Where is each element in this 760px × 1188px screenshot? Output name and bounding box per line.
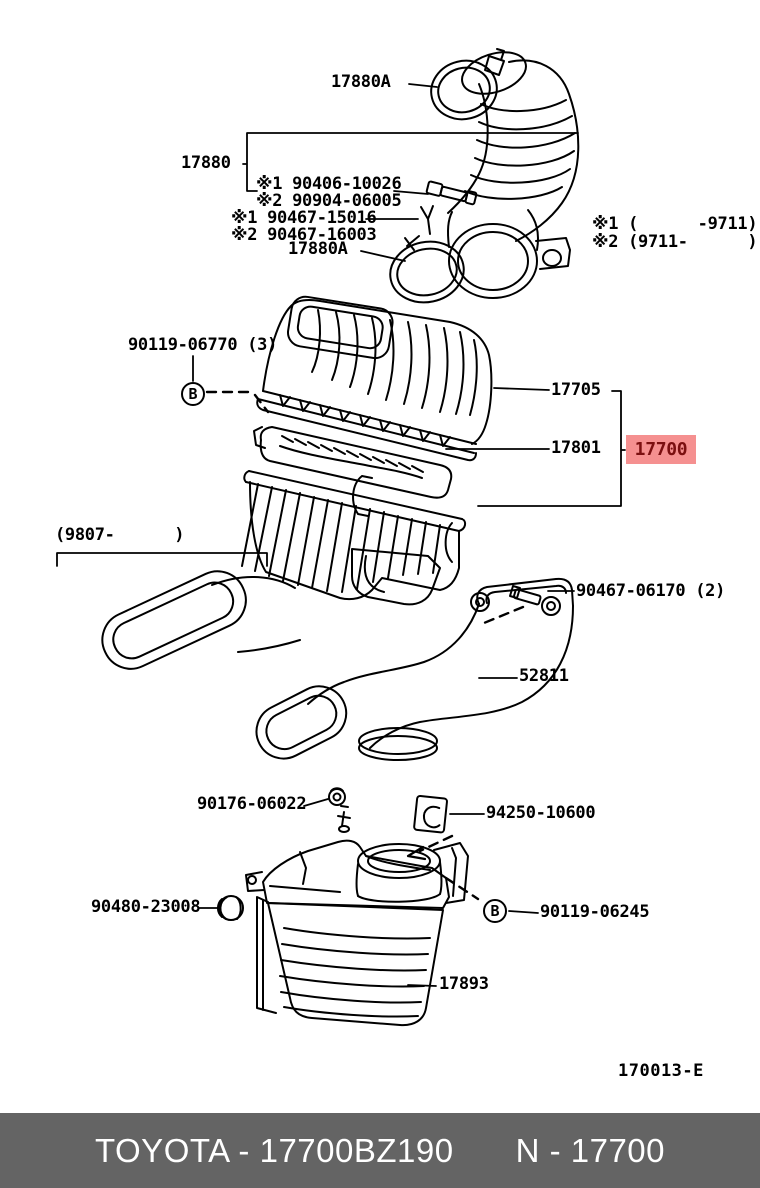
label-hose-sub-4[interactable]: ※2 90467-16003	[231, 225, 377, 245]
note-date-range-2: ※2 (9711- )	[592, 232, 758, 252]
label-nut[interactable]: 90176-06022	[197, 794, 307, 814]
label-resonator[interactable]: 17893	[439, 974, 489, 994]
note-date-range-1: ※1 ( -9711)	[592, 214, 758, 234]
label-hose-sub-3[interactable]: ※1 90467-15016	[231, 208, 377, 228]
air-cleaner-diagram-line-art	[56, 48, 626, 1027]
bolt-marker-b-top[interactable]: B	[181, 382, 205, 406]
label-screw[interactable]: 90467-06170 (2)	[576, 581, 726, 601]
label-inlet-duct[interactable]: 52811	[519, 666, 569, 686]
highlighted-part[interactable]: 17700	[626, 435, 696, 464]
label-clamp[interactable]: 94250-10600	[486, 803, 596, 823]
label-hose-sub-1[interactable]: ※1 90406-10026	[256, 174, 402, 194]
bolt-marker-b-bottom[interactable]: B	[483, 899, 507, 923]
figure-code: 170013-E	[618, 1061, 704, 1081]
label-bolt-bottom[interactable]: 90119-06245	[540, 902, 650, 922]
footer-catalog-code: TOYOTA - 17700BZ190	[94, 1131, 454, 1169]
label-element[interactable]: 17801	[551, 438, 601, 458]
footer-bar: TOYOTA - 17700BZ190 N - 17700	[0, 1113, 760, 1188]
label-cap[interactable]: 17705	[551, 380, 601, 400]
label-hose-assembly[interactable]: 17880	[181, 153, 231, 173]
label-hose-clamp-top[interactable]: 17880A	[331, 72, 391, 92]
label-hose-sub-2[interactable]: ※2 90904-06005	[256, 191, 402, 211]
footer-part-group: N - 17700	[515, 1131, 666, 1169]
label-bolt-top[interactable]: 90119-06770 (3)	[128, 335, 278, 355]
label-grommet[interactable]: 90480-23008	[91, 897, 201, 917]
label-hose-clamp-lower[interactable]: 17880A	[288, 239, 348, 259]
note-date-range-3: (9807- )	[55, 525, 185, 545]
